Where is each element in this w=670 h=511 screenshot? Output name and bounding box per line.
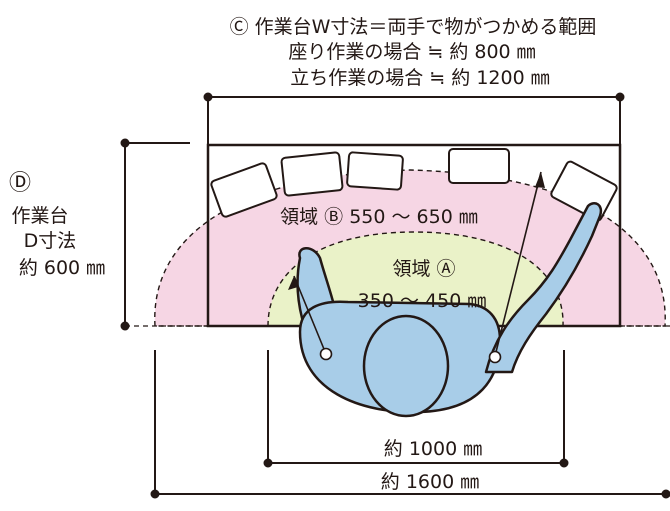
zone-a-label: 領域 Ⓐ (392, 258, 455, 280)
depth-label-line-2: D寸法 (24, 230, 77, 252)
reach-arrow-zone-a (288, 276, 298, 290)
bench-item (280, 151, 344, 197)
inner-span-label: 約 1000 ㎜ (384, 438, 482, 460)
bench-item (346, 151, 404, 191)
bench-item (210, 162, 278, 218)
shoulder-pivot-right (488, 350, 502, 364)
zone-a-range: 350 ～ 450 ㎜ (358, 290, 487, 312)
reach-arrow-zone-b (535, 172, 545, 188)
depth-label-line-3: 約 600 ㎜ (19, 257, 105, 279)
title-line-3: 立ち作業の場合 ≒ 約 1200 ㎜ (290, 67, 549, 89)
right-arm (484, 202, 603, 374)
head (362, 314, 450, 418)
outer-span-dimension (150, 350, 670, 499)
reach-line-zone-a (293, 275, 327, 355)
outer-span-label: 約 1600 ㎜ (381, 471, 479, 493)
bench-item (448, 148, 510, 184)
reach-line-zone-b (494, 171, 542, 357)
zone-b-label: 領域 Ⓑ 550 ～ 650 ㎜ (280, 206, 478, 228)
title-line-2: 座り作業の場合 ≒ 約 800 ㎜ (288, 41, 535, 63)
depth-label-line-1: 作業台 (11, 205, 68, 227)
title-line-1: Ⓒ 作業台W寸法＝両手で物がつかめる範囲 (230, 16, 597, 38)
shoulder-pivot-left (319, 347, 333, 361)
depth-dimension (120, 138, 190, 331)
worker-figure (296, 202, 603, 418)
width-dimension (203, 92, 625, 145)
inner-span-dimension (263, 350, 569, 468)
depth-symbol: Ⓓ (9, 171, 31, 196)
